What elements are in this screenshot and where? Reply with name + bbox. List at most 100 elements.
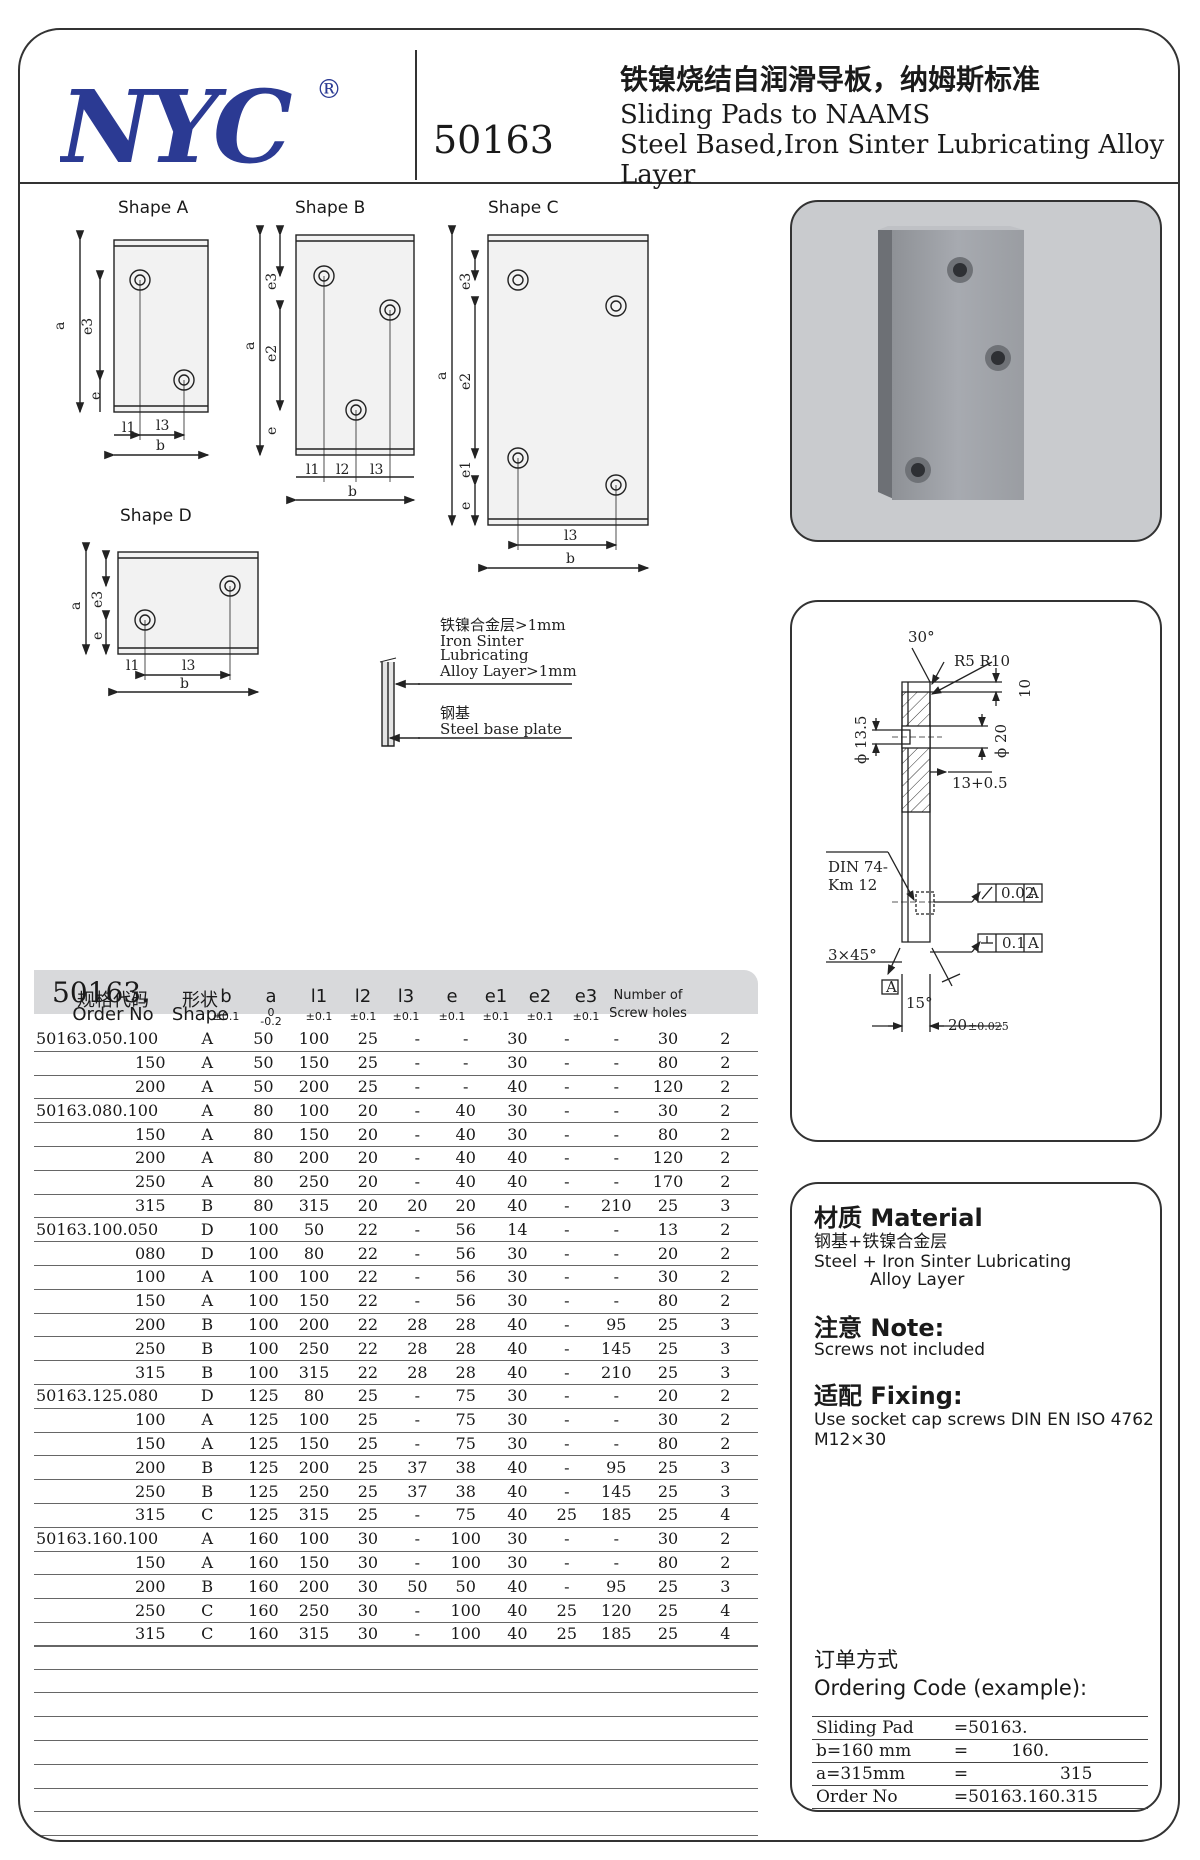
table-cell: - — [544, 1194, 590, 1219]
table-cell: 30 — [490, 1527, 545, 1552]
table-cell: 25 — [342, 1455, 394, 1481]
svg-text:Iron Sinter: Iron Sinter — [440, 632, 524, 650]
sliding-pad-photo — [878, 226, 1024, 500]
table-cell: - — [589, 1241, 644, 1266]
header-e-tolerance: ±0.1 — [438, 1010, 466, 1023]
cell-order-no: 100 — [34, 1265, 174, 1290]
table-cell: 56 — [440, 1289, 491, 1314]
svg-text:15°: 15° — [906, 994, 933, 1012]
cell-order-no: 50163.160.100 — [34, 1527, 174, 1552]
shape-a-label: Shape A — [118, 198, 189, 218]
table-cell: 40 — [440, 1170, 491, 1195]
table-cell: D — [173, 1241, 241, 1266]
table-cell: - — [544, 1146, 590, 1171]
fixing-heading: 适配 Fixing: — [814, 1382, 963, 1410]
table-cell: - — [589, 1384, 644, 1409]
table-cell: 22 — [342, 1313, 394, 1338]
table-cell: - — [589, 1217, 644, 1243]
ordering-label: a=315mm — [812, 1762, 950, 1786]
svg-text:3×45°: 3×45° — [828, 946, 877, 964]
table-cell: 25 — [643, 1479, 693, 1504]
table-cell: 30 — [643, 1527, 693, 1552]
svg-text:e3: e3 — [90, 591, 106, 608]
table-cell: 28 — [393, 1336, 441, 1362]
table-cell: B — [173, 1574, 241, 1600]
table-cell: - — [589, 1051, 644, 1076]
table-cell: A — [173, 1028, 241, 1052]
table-cell: 75 — [440, 1432, 491, 1457]
table-cell: 145 — [589, 1336, 644, 1362]
svg-text:Steel base plate: Steel base plate — [440, 720, 562, 738]
svg-text:Alloy Layer>1mm: Alloy Layer>1mm — [439, 662, 577, 680]
svg-text:R5 R10: R5 R10 — [954, 652, 1010, 670]
table-cell: 25 — [643, 1503, 693, 1528]
table-cell: - — [544, 1479, 590, 1504]
fixing-text1: Use socket cap screws DIN EN ISO 4762 — [814, 1410, 1154, 1430]
cell-order-no: 100 — [34, 1408, 174, 1433]
table-cell: 100 — [285, 1098, 343, 1124]
table-cell: C — [173, 1503, 241, 1528]
table-cell: - — [544, 1455, 590, 1481]
table-cell: 28 — [393, 1313, 441, 1338]
table-cell: 40 — [490, 1194, 545, 1219]
header-l3-tolerance: ±0.1 — [392, 1010, 420, 1023]
table-cell: - — [589, 1527, 644, 1552]
table-cell: 250 — [285, 1170, 343, 1195]
table-cell: 95 — [589, 1574, 644, 1600]
svg-text:a: a — [434, 372, 450, 380]
ordering-value: = 315 — [949, 1762, 1148, 1786]
table-cell: 30 — [490, 1384, 545, 1409]
product-photo-panel — [790, 200, 1162, 542]
table-cell: - — [544, 1289, 590, 1314]
table-cell: 30 — [490, 1051, 545, 1076]
table-cell: 25 — [643, 1455, 693, 1481]
table-cell: 100 — [240, 1241, 286, 1266]
svg-text:ϕ 20: ϕ 20 — [992, 724, 1010, 758]
table-cell: B — [173, 1479, 241, 1504]
note-heading: 注意 Note: — [814, 1314, 945, 1342]
ordering-value: =50163. — [949, 1716, 1148, 1740]
table-cell: 80 — [240, 1098, 286, 1124]
svg-text:0.1: 0.1 — [1002, 934, 1026, 952]
table-cell: - — [544, 1551, 590, 1576]
registered-mark: ® — [316, 75, 342, 105]
table-cell: 25 — [342, 1503, 394, 1528]
cell-order-no: 250 — [34, 1598, 174, 1623]
table-cell: 20 — [393, 1194, 441, 1219]
section-drawing-panel: 30° R5 R10 10 ϕ 13.5 ϕ 20 13+0.5 DIN 74-… — [790, 600, 1162, 1142]
title-en-line1: Sliding Pads to NAAMS — [620, 100, 931, 130]
table-cell: 22 — [342, 1265, 394, 1290]
svg-text:b: b — [348, 484, 357, 500]
table-cell: A — [173, 1265, 241, 1290]
table-cell: 160 — [240, 1574, 286, 1600]
svg-text:e3: e3 — [80, 318, 96, 335]
table-cell: 125 — [240, 1384, 286, 1409]
cell-order-no: 315 — [34, 1503, 174, 1528]
table-cell: - — [393, 1075, 441, 1100]
table-cell: 150 — [285, 1051, 343, 1076]
table-cell: - — [393, 1503, 441, 1528]
table-cell: 40 — [490, 1479, 545, 1504]
table-cell: 80 — [240, 1194, 286, 1219]
table-cell: 25 — [342, 1028, 394, 1052]
table-cell: 25 — [544, 1598, 590, 1623]
svg-text:e2: e2 — [264, 345, 280, 362]
shape-d-label: Shape D — [120, 506, 192, 526]
table-cell: 40 — [490, 1313, 545, 1338]
svg-text:e: e — [90, 632, 106, 640]
table-cell: 20 — [342, 1146, 394, 1171]
table-cell: 30 — [490, 1098, 545, 1124]
material-en1: Steel + Iron Sinter Lubricating — [814, 1252, 1072, 1272]
table-cell: 22 — [342, 1241, 394, 1266]
table-cell: 2 — [692, 1551, 758, 1576]
table-cell: 100 — [440, 1598, 491, 1623]
table-cell: 185 — [589, 1503, 644, 1528]
header-b-tolerance: ±0.1 — [212, 1010, 240, 1023]
table-cell: 100 — [285, 1028, 343, 1052]
table-cell: 25 — [643, 1598, 693, 1623]
